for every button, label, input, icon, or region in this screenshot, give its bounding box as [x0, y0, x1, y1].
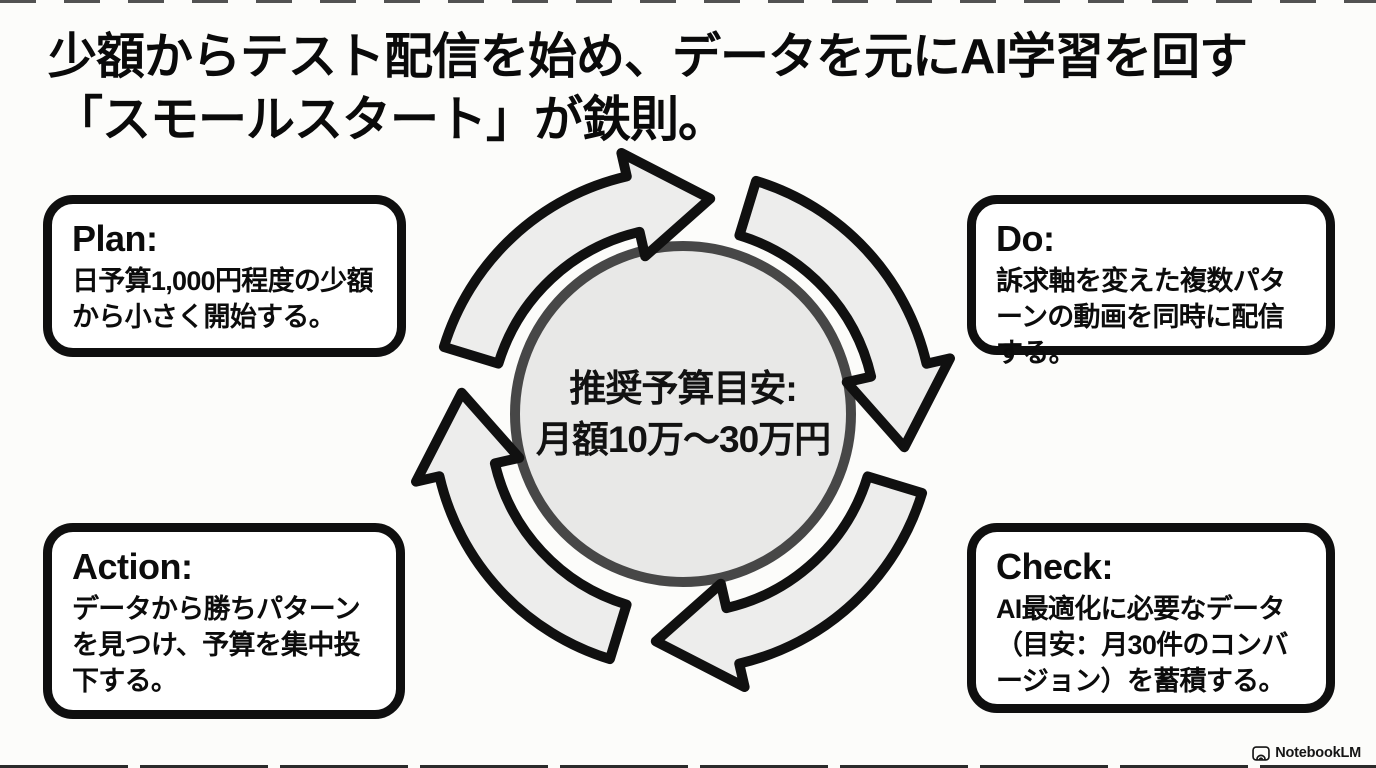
center-label-line-2: 月額10万〜30万円	[535, 419, 831, 460]
step-description-do: 訴求軸を変えた複数パターンの動画を同時に配信する。	[996, 266, 1286, 368]
step-box-check: Check: AI最適化に必要なデータ（目安：月30件のコンバージョン）を蓄積す…	[967, 523, 1335, 713]
notebooklm-label: NotebookLM	[1275, 745, 1361, 761]
title-line-2: 「スモールスタート」が鉄則。	[54, 93, 727, 147]
bottom-edge-artifact	[0, 765, 1376, 768]
page-title: 少額からテスト配信を始め、データを元にAI学習を回す 「スモールスタート」が鉄則…	[48, 26, 1356, 152]
cycle-arrow-top	[438, 148, 716, 369]
step-description-check: AI最適化に必要なデータ（目安：月30件のコンバージョン）を蓄積する。	[996, 594, 1288, 696]
step-label-do: Do:	[996, 218, 1055, 259]
step-label-plan: Plan:	[72, 218, 158, 259]
step-label-check: Check:	[996, 546, 1114, 587]
cycle-arrow-left	[411, 387, 632, 665]
pdca-cycle-diagram	[411, 148, 955, 692]
top-edge-artifact	[0, 0, 1376, 3]
center-label-line-1: 推奨予算目安:	[569, 367, 797, 409]
center-circle	[510, 241, 856, 587]
center-label: 推奨予算目安: 月額10万〜30万円	[403, 140, 963, 688]
cycle-arrows	[411, 148, 955, 692]
step-box-plan: Plan: 日予算1,000円程度の少額から小さく開始する。	[43, 195, 406, 357]
title-line-1: 少額からテスト配信を始め、データを元にAI学習を回す	[48, 30, 1248, 84]
step-description-plan: 日予算1,000円程度の少額から小さく開始する。	[72, 266, 373, 332]
notebooklm-logo-icon	[1252, 745, 1270, 761]
step-label-action: Action:	[72, 546, 193, 587]
step-description-action: データから勝ちパターンを見つけ、予算を集中投下する。	[72, 594, 361, 696]
step-box-action: Action: データから勝ちパターンを見つけ、予算を集中投下する。	[43, 523, 405, 719]
notebooklm-watermark: NotebookLM	[1252, 745, 1361, 761]
cycle-arrow-bottom	[650, 471, 928, 692]
cycle-arrow-right	[734, 175, 955, 453]
step-box-do: Do: 訴求軸を変えた複数パターンの動画を同時に配信する。	[967, 195, 1335, 368]
